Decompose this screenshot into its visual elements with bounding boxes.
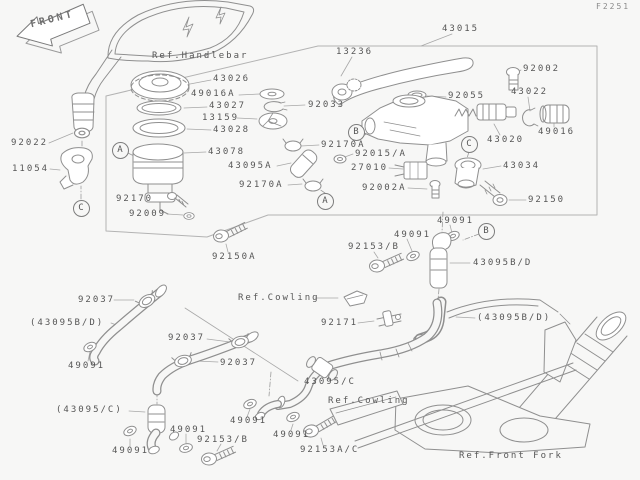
part-label: 13236: [336, 47, 374, 57]
part-label: (43095/C): [56, 405, 123, 415]
hose-43095A: [282, 138, 324, 192]
washer-49091: [178, 441, 194, 455]
reservoir-cap-43026: [130, 70, 190, 102]
banjo-92153B-upper: [368, 252, 405, 274]
washer-49091: [284, 410, 302, 424]
front-direction-badge: [16, 3, 100, 54]
part-label: 92153/B: [348, 242, 400, 252]
part-label: (43095B/D): [477, 313, 552, 323]
view-callout-A: A: [316, 192, 334, 210]
part-label: 43095B/D: [473, 258, 533, 268]
front-fork: [329, 298, 628, 454]
ref-label: Ref.Cowling: [238, 293, 320, 303]
part-label: 11054: [12, 164, 50, 174]
part-label: 13159: [202, 113, 240, 123]
part-label: 49091: [170, 425, 208, 435]
view-callout-B: B: [347, 123, 365, 141]
part-label: 49091: [273, 430, 311, 440]
part-label: 92037: [220, 358, 258, 368]
diaphragm-43028: [132, 118, 186, 138]
view-callout-C: C: [72, 199, 90, 217]
part-label: 43020: [487, 135, 525, 145]
part-label: 27010: [351, 163, 389, 173]
master-cylinder-body: [361, 94, 469, 167]
part-label: 92171: [321, 318, 359, 328]
boot-49016: [539, 104, 570, 124]
hose-43095C-bottom: [146, 404, 180, 455]
clip-92033: [263, 101, 288, 113]
part-label: 92002A: [362, 183, 407, 193]
part-label: 43015: [442, 24, 480, 34]
part-label: 43078: [208, 147, 246, 157]
part-label: 43095/C: [304, 377, 356, 387]
part-label: 49091: [68, 361, 106, 371]
part-label: 49091: [230, 416, 268, 426]
fiche-code: F2251: [596, 2, 631, 11]
part-label: 49016A: [191, 89, 236, 99]
part-label: 92170A: [321, 140, 366, 150]
elbow-fitting-bottom: [254, 395, 286, 421]
part-label: 92153A/C: [300, 445, 360, 455]
part-label: 43034: [503, 161, 541, 171]
part-label: 49091: [112, 446, 150, 456]
cowling-clip-upper: [343, 290, 368, 307]
part-label: 92150: [528, 195, 566, 205]
brake-lever-13236: [331, 57, 474, 106]
part-label: 92037: [168, 333, 206, 343]
ring-43027: [136, 100, 182, 116]
part-label: 92002: [523, 64, 561, 74]
part-label: 49091: [437, 216, 475, 226]
washer-49091: [121, 423, 139, 439]
part-label: 92170A: [239, 180, 284, 190]
clip-43022: [522, 107, 539, 127]
screw-92170: [167, 192, 189, 208]
part-label: (43095B/D): [30, 318, 105, 328]
clamp-43034: [454, 157, 482, 189]
part-label: 43027: [209, 101, 247, 111]
washer-49091: [241, 397, 259, 411]
part-label: 49016: [538, 127, 576, 137]
washer-49091: [404, 249, 422, 263]
screw-92002A: [429, 180, 441, 199]
part-label: 92022: [11, 138, 49, 148]
view-callout-B: B: [477, 222, 495, 240]
piston-kit-43020: [454, 103, 517, 121]
reservoir-body-43078: [132, 143, 184, 215]
hose-43095BD-upper: [429, 232, 452, 289]
part-label: 43095A: [228, 161, 273, 171]
handlebar-mirror: [71, 0, 255, 133]
washer-49016A: [259, 88, 285, 100]
bolt-92150A: [211, 221, 249, 244]
washer-92009: [183, 212, 195, 220]
washer-92022: [73, 127, 91, 139]
bolt-92002: [506, 67, 520, 91]
part-label: 43028: [213, 125, 251, 135]
ref-label: Ref.Front Fork: [459, 451, 563, 461]
part-label: 43026: [213, 74, 251, 84]
ref-label: Ref.Cowling: [328, 396, 410, 406]
leader-lines: [48, 33, 555, 452]
part-label: 92009: [129, 209, 167, 219]
part-label: 49091: [394, 230, 432, 240]
bracket-11054: [59, 147, 93, 190]
nut-92015A: [333, 154, 347, 164]
hose-network: [89, 284, 443, 410]
view-callout-C: C: [460, 135, 478, 153]
part-label: 92037: [78, 295, 116, 305]
part-label: 92150A: [212, 252, 257, 262]
clamp-92171: [376, 310, 402, 327]
part-label: 92170: [116, 194, 154, 204]
ref-label: Ref.Handlebar: [152, 51, 249, 61]
part-label: 92015/A: [355, 149, 407, 159]
switch-27010: [394, 161, 428, 180]
plate-13159: [258, 112, 288, 130]
part-label: 92055: [448, 91, 486, 101]
part-label: 43022: [511, 87, 549, 97]
bolt-92150: [479, 180, 508, 206]
part-label: 92153/B: [197, 435, 249, 445]
view-callout-A: A: [111, 141, 129, 159]
part-label: 92033: [308, 100, 346, 110]
